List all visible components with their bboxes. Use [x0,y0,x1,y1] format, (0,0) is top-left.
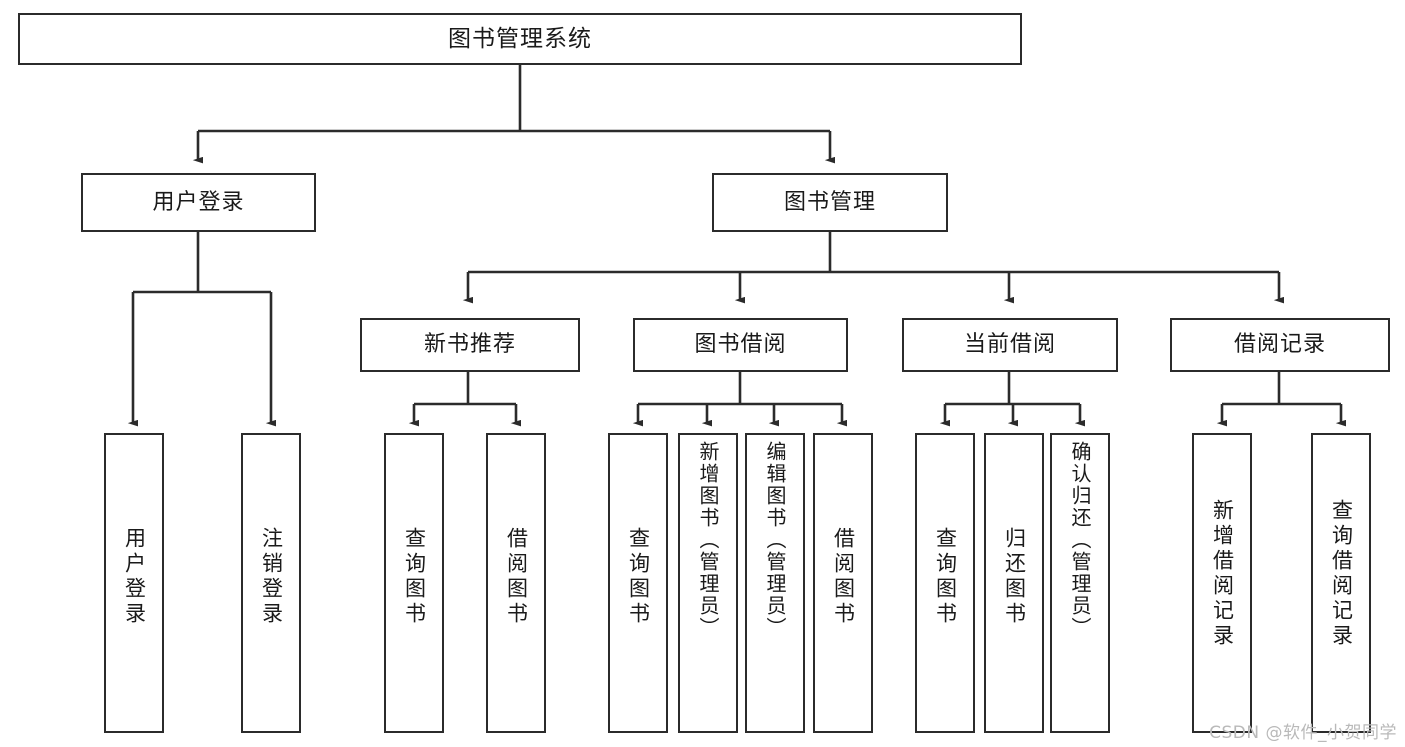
node-leaf-query-book-3[interactable]: 查询图书 [915,433,975,733]
node-leaf-edit-book-label: 编辑图书（管理员） [763,441,787,639]
node-book-borrow[interactable]: 图书借阅 [633,318,848,372]
node-leaf-add-book[interactable]: 新增图书（管理员） [678,433,738,733]
node-leaf-query-record[interactable]: 查询借阅记录 [1311,433,1371,733]
node-new-book-recommend[interactable]: 新书推荐 [360,318,580,372]
node-book-manage[interactable]: 图书管理 [712,173,948,232]
node-leaf-return-book[interactable]: 归还图书 [984,433,1044,733]
node-leaf-query-record-label: 查询借阅记录 [1329,499,1354,649]
node-leaf-borrow-book-1-label: 借阅图书 [504,527,529,627]
node-borrow-record[interactable]: 借阅记录 [1170,318,1390,372]
node-leaf-logout-label: 注销登录 [259,527,284,627]
node-leaf-query-book-1[interactable]: 查询图书 [384,433,444,733]
node-leaf-query-book-2[interactable]: 查询图书 [608,433,668,733]
node-leaf-query-book-2-label: 查询图书 [626,527,651,627]
node-user-login-label: 用户登录 [152,189,245,215]
node-leaf-confirm-return-label: 确认归还（管理员） [1068,441,1092,639]
node-leaf-confirm-return[interactable]: 确认归还（管理员） [1050,433,1110,733]
node-leaf-add-record-label: 新增借阅记录 [1210,499,1235,649]
node-leaf-user-login[interactable]: 用户登录 [104,433,164,733]
node-leaf-user-login-label: 用户登录 [122,527,147,627]
node-leaf-logout[interactable]: 注销登录 [241,433,301,733]
watermark: CSDN @软件_小贺同学 [1209,723,1397,743]
node-current-borrow[interactable]: 当前借阅 [902,318,1118,372]
node-leaf-return-book-label: 归还图书 [1002,527,1027,627]
node-leaf-add-book-label: 新增图书（管理员） [696,441,720,639]
node-leaf-query-book-1-label: 查询图书 [402,527,427,627]
node-book-borrow-label: 图书借阅 [694,332,787,358]
node-leaf-borrow-book-2[interactable]: 借阅图书 [813,433,873,733]
node-root-label: 图书管理系统 [448,25,592,52]
node-current-borrow-label: 当前借阅 [963,332,1056,358]
node-new-book-recommend-label: 新书推荐 [423,332,516,358]
node-book-manage-label: 图书管理 [783,189,876,215]
node-leaf-borrow-book-2-label: 借阅图书 [831,527,856,627]
node-leaf-add-record[interactable]: 新增借阅记录 [1192,433,1252,733]
node-leaf-query-book-3-label: 查询图书 [933,527,958,627]
node-leaf-edit-book[interactable]: 编辑图书（管理员） [745,433,805,733]
node-leaf-borrow-book-1[interactable]: 借阅图书 [486,433,546,733]
node-borrow-record-label: 借阅记录 [1233,332,1326,358]
node-user-login[interactable]: 用户登录 [81,173,316,232]
node-root[interactable]: 图书管理系统 [18,13,1022,65]
